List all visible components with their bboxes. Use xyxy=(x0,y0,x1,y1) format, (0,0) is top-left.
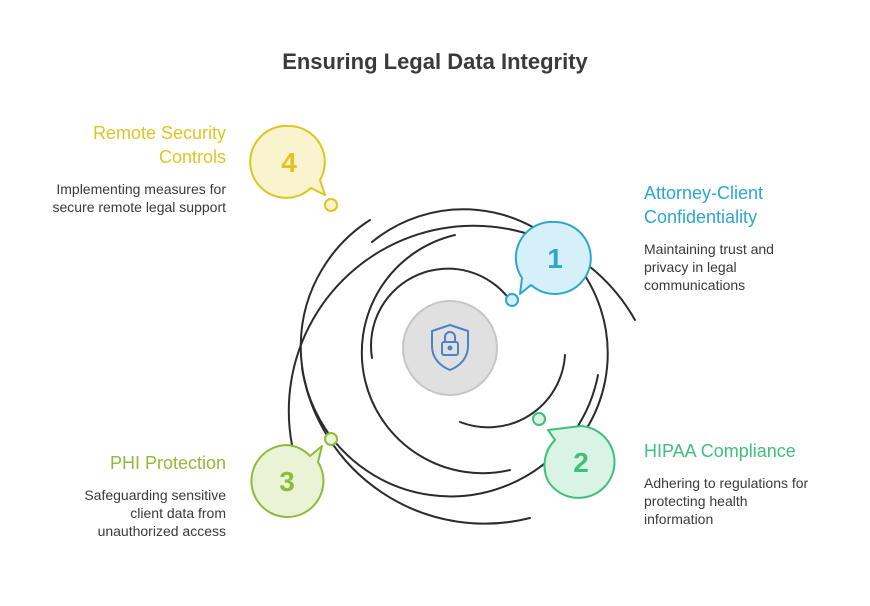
bubble-3-number: 3 xyxy=(279,466,295,497)
item-4-desc-line-1: Implementing measures for xyxy=(56,181,226,197)
dot-1 xyxy=(505,293,519,307)
item-2-desc-line-1: Adhering to regulations for xyxy=(644,475,809,491)
item-4-label-line-1: Remote Security xyxy=(92,123,226,143)
arc-outer-2 xyxy=(301,367,531,525)
dot-4 xyxy=(324,198,338,212)
item-3-desc-line-2: client data from xyxy=(130,505,226,521)
item-4-label-line-2: Controls xyxy=(158,147,226,167)
item-2-label: HIPAA Compliance xyxy=(644,439,796,463)
item-1-label: Attorney-Client Confidentiality xyxy=(644,181,763,229)
arc-inner-1 xyxy=(360,234,511,475)
item-1-label-line-1: Attorney-Client xyxy=(644,183,764,203)
bubble-1-number: 1 xyxy=(547,243,563,274)
item-2-label-line-1: HIPAA Compliance xyxy=(644,441,796,461)
bubble-1: 1 xyxy=(514,220,592,295)
bubble-4: 4 xyxy=(249,124,326,199)
item-3-label: PHI Protection xyxy=(20,451,226,475)
diagram-title: Ensuring Legal Data Integrity xyxy=(282,49,588,74)
item-3-desc-line-3: unauthorized access xyxy=(97,523,226,539)
arc-inner-3 xyxy=(459,354,566,429)
bubble-2: 2 xyxy=(543,425,616,499)
item-1-desc-line-3: communications xyxy=(644,277,746,293)
item-1-description: Maintaining trust and privacy in legal c… xyxy=(644,240,774,294)
item-1-desc-line-1: Maintaining trust and xyxy=(644,241,774,257)
item-1-label-line-2: Confidentiality xyxy=(644,207,758,227)
item-3-desc-line-1: Safeguarding sensitive xyxy=(84,487,226,503)
dot-3 xyxy=(324,432,338,446)
arc-inner-2 xyxy=(370,267,511,359)
item-2-desc-line-2: protecting health xyxy=(644,493,748,509)
item-3-label-line-1: PHI Protection xyxy=(109,453,226,473)
item-4-label: Remote Security Controls xyxy=(20,121,226,169)
item-2-desc-line-3: information xyxy=(644,511,714,527)
dot-2 xyxy=(532,412,546,426)
lock-shield-icon xyxy=(431,324,469,371)
item-2-description: Adhering to regulations for protecting h… xyxy=(644,474,808,528)
bubble-2-number: 2 xyxy=(573,447,589,478)
item-3-description: Safeguarding sensitive client data from … xyxy=(20,486,226,540)
bubble-4-number: 4 xyxy=(281,147,297,178)
bubble-3: 3 xyxy=(250,444,325,518)
item-4-description: Implementing measures for secure remote … xyxy=(20,180,226,216)
item-4-desc-line-2: secure remote legal support xyxy=(52,199,226,215)
item-1-desc-line-2: privacy in legal xyxy=(644,259,737,275)
